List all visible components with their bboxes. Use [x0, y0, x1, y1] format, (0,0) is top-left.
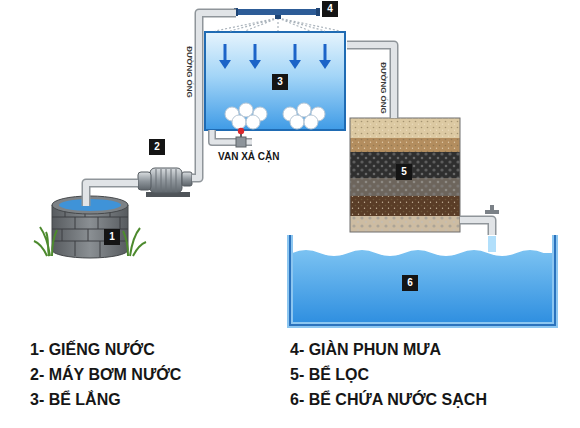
key-entry: 6- BỂ CHỨA NƯỚC SẠCH [290, 391, 487, 409]
water-tap [490, 205, 494, 211]
drain-valve [212, 128, 252, 147]
flow-arrow [224, 44, 227, 62]
well-illustration [83, 195, 89, 206]
filter-illustration [350, 178, 460, 196]
sediment-ball [290, 115, 304, 129]
callout-number: 6 [402, 275, 418, 291]
sediment-ball [246, 115, 260, 129]
key-entry: 2- MÁY BƠM NƯỚC [30, 366, 181, 384]
filter-tank: 5 [350, 118, 460, 232]
pipe-outline [86, 183, 138, 195]
clean-water-tank-illustration [290, 235, 555, 325]
pipe-body [460, 220, 492, 235]
well-illustration [123, 228, 146, 256]
clean-water-tank-illustration [290, 235, 555, 325]
callout-number: 2 [149, 139, 165, 155]
clean-water-tank-illustration [292, 249, 553, 323]
flow-arrow [254, 44, 257, 62]
well-illustration [82, 195, 91, 206]
sediment-ball [225, 103, 325, 129]
water-pipe [86, 183, 138, 195]
filter-illustration [350, 138, 460, 152]
settling-tank: 3 [205, 30, 347, 132]
valve-label: VAN XẢ CẶN [218, 151, 279, 162]
flow-arrow [249, 60, 261, 69]
callout-number: 1 [104, 229, 120, 245]
filter-illustration [350, 118, 460, 138]
clean-water-tank-illustration [292, 249, 553, 255]
callout-number: 5 [396, 164, 412, 180]
pump-illustration [138, 172, 151, 190]
flow-arrow [289, 60, 301, 69]
key-entry: 5- BỂ LỌC [290, 366, 369, 384]
key-entry: 4- GIÀN PHUN MƯA [290, 341, 441, 359]
pipe-label: ĐƯỜNG ỐNG [379, 62, 388, 114]
drain-valve [238, 128, 244, 134]
flow-arrow [219, 60, 231, 69]
water-pipe [460, 220, 492, 235]
filter-illustration [350, 196, 460, 216]
pump-illustration [138, 168, 192, 197]
pipe-outline [347, 45, 394, 118]
well-illustration [34, 227, 57, 256]
flow-arrow [324, 44, 327, 62]
pipe-body [86, 183, 138, 195]
spray-rig-illustration [316, 8, 320, 16]
spray-rig-illustration [215, 18, 340, 31]
spray-rig-illustration [236, 9, 318, 15]
key-entry: 1- GIẾNG NƯỚC [30, 341, 155, 359]
pump-illustration [156, 169, 176, 192]
filter-illustration [350, 138, 460, 152]
well-illustration [34, 195, 146, 258]
filter-illustration [350, 118, 460, 232]
sediment-ball [232, 115, 246, 129]
pump-illustration [150, 168, 182, 193]
clean-water-tank-illustration [290, 235, 555, 325]
filter-illustration [350, 196, 460, 216]
drain-valve [236, 137, 246, 147]
sediment-ball [304, 115, 318, 129]
water-pipe [347, 45, 394, 118]
filter-illustration [350, 118, 460, 232]
key-entry: 3- BỂ LẮNG [30, 391, 121, 409]
well-illustration [52, 196, 128, 214]
water-tap [488, 236, 496, 252]
clean-water-tank: 6 [290, 235, 555, 327]
filter-illustration [350, 178, 460, 196]
filter-illustration [350, 118, 460, 138]
flow-arrow [319, 60, 331, 69]
pipe-outline [460, 220, 492, 235]
callout-number: 3 [272, 74, 288, 90]
flow-arrow [219, 44, 331, 69]
flow-arrow [294, 44, 297, 62]
settling-tank-illustration [205, 32, 345, 130]
callout-number: 4 [322, 1, 338, 17]
settling-tank-illustration [205, 32, 345, 130]
pump-illustration [182, 172, 192, 186]
water-pump: 2 [138, 165, 192, 198]
spray-rig: 4 [236, 8, 318, 18]
pipe-body [347, 45, 394, 118]
well: 1 [50, 195, 132, 257]
filter-illustration [350, 216, 460, 232]
filter-illustration [350, 216, 460, 232]
pipe-label: ĐƯỜNG ỐNG [185, 46, 194, 98]
spray-rig-illustration [275, 15, 281, 19]
